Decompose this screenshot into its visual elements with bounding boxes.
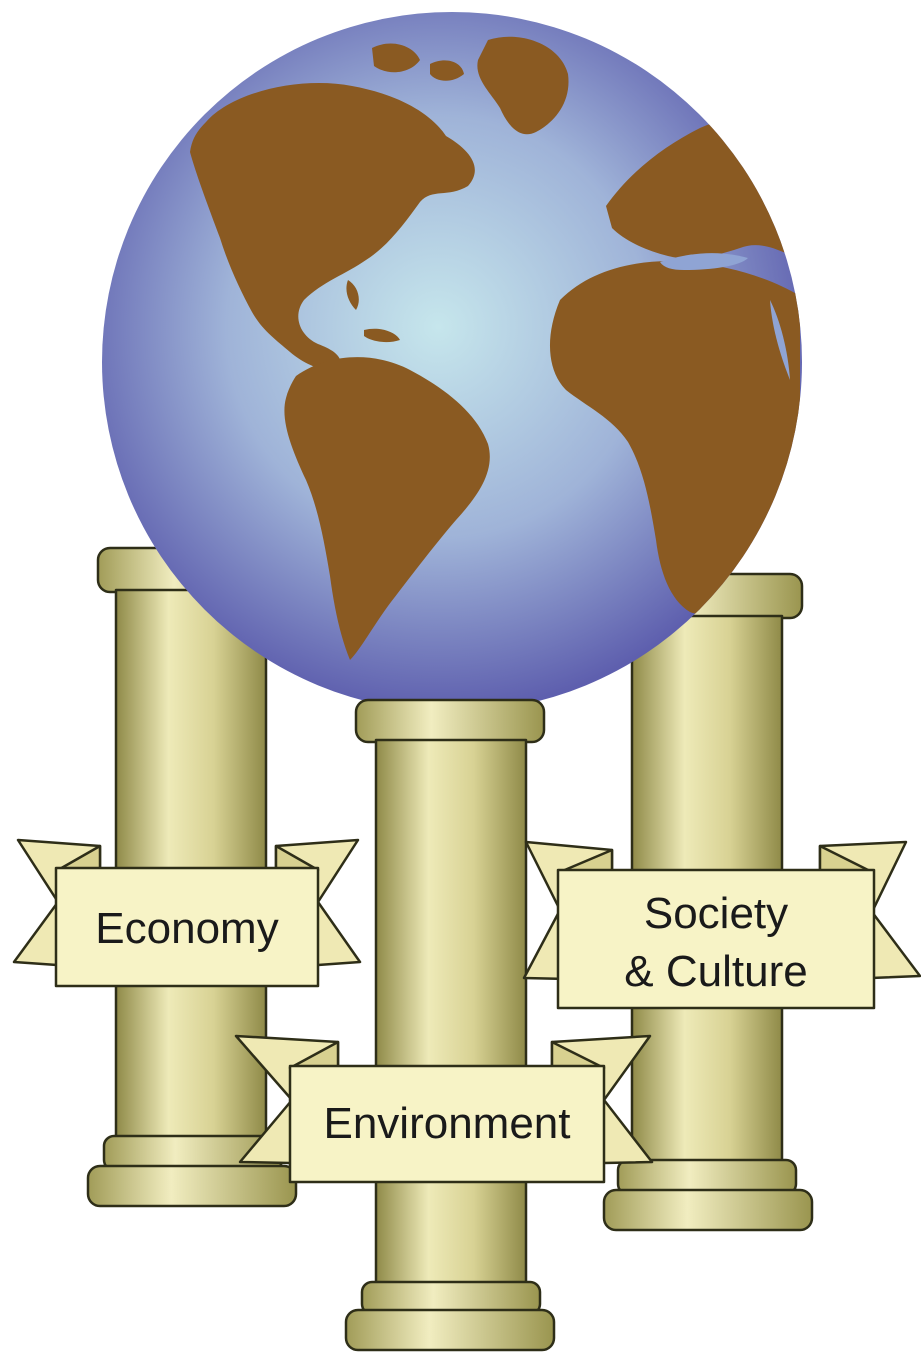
banner-economy-label: Economy: [95, 904, 278, 953]
banner-society-culture: Society & Culture: [522, 840, 921, 1010]
banner-environment: Environment: [234, 1034, 654, 1184]
land-greenland: [477, 36, 569, 135]
globe-icon: [102, 12, 802, 712]
banner-body: [556, 868, 876, 1010]
pillar-economy: [86, 546, 298, 1208]
land-south-america: [284, 357, 490, 660]
banner-economy: Economy: [12, 838, 362, 988]
land-caribbean: [346, 280, 400, 343]
banner-environment-label: Environment: [323, 1099, 570, 1148]
land-north-america: [190, 83, 475, 371]
land-africa: [549, 261, 800, 614]
banner-body: [54, 866, 320, 988]
banner-society-label-line2: & Culture: [624, 947, 807, 996]
banner-society-label-line1: Society: [644, 889, 788, 938]
banner-body: [288, 1064, 606, 1184]
sea-red: [770, 300, 790, 380]
pillar-environment: [344, 698, 556, 1352]
land-arctic-islands: [372, 43, 464, 81]
sea-mediterranean: [660, 253, 748, 270]
